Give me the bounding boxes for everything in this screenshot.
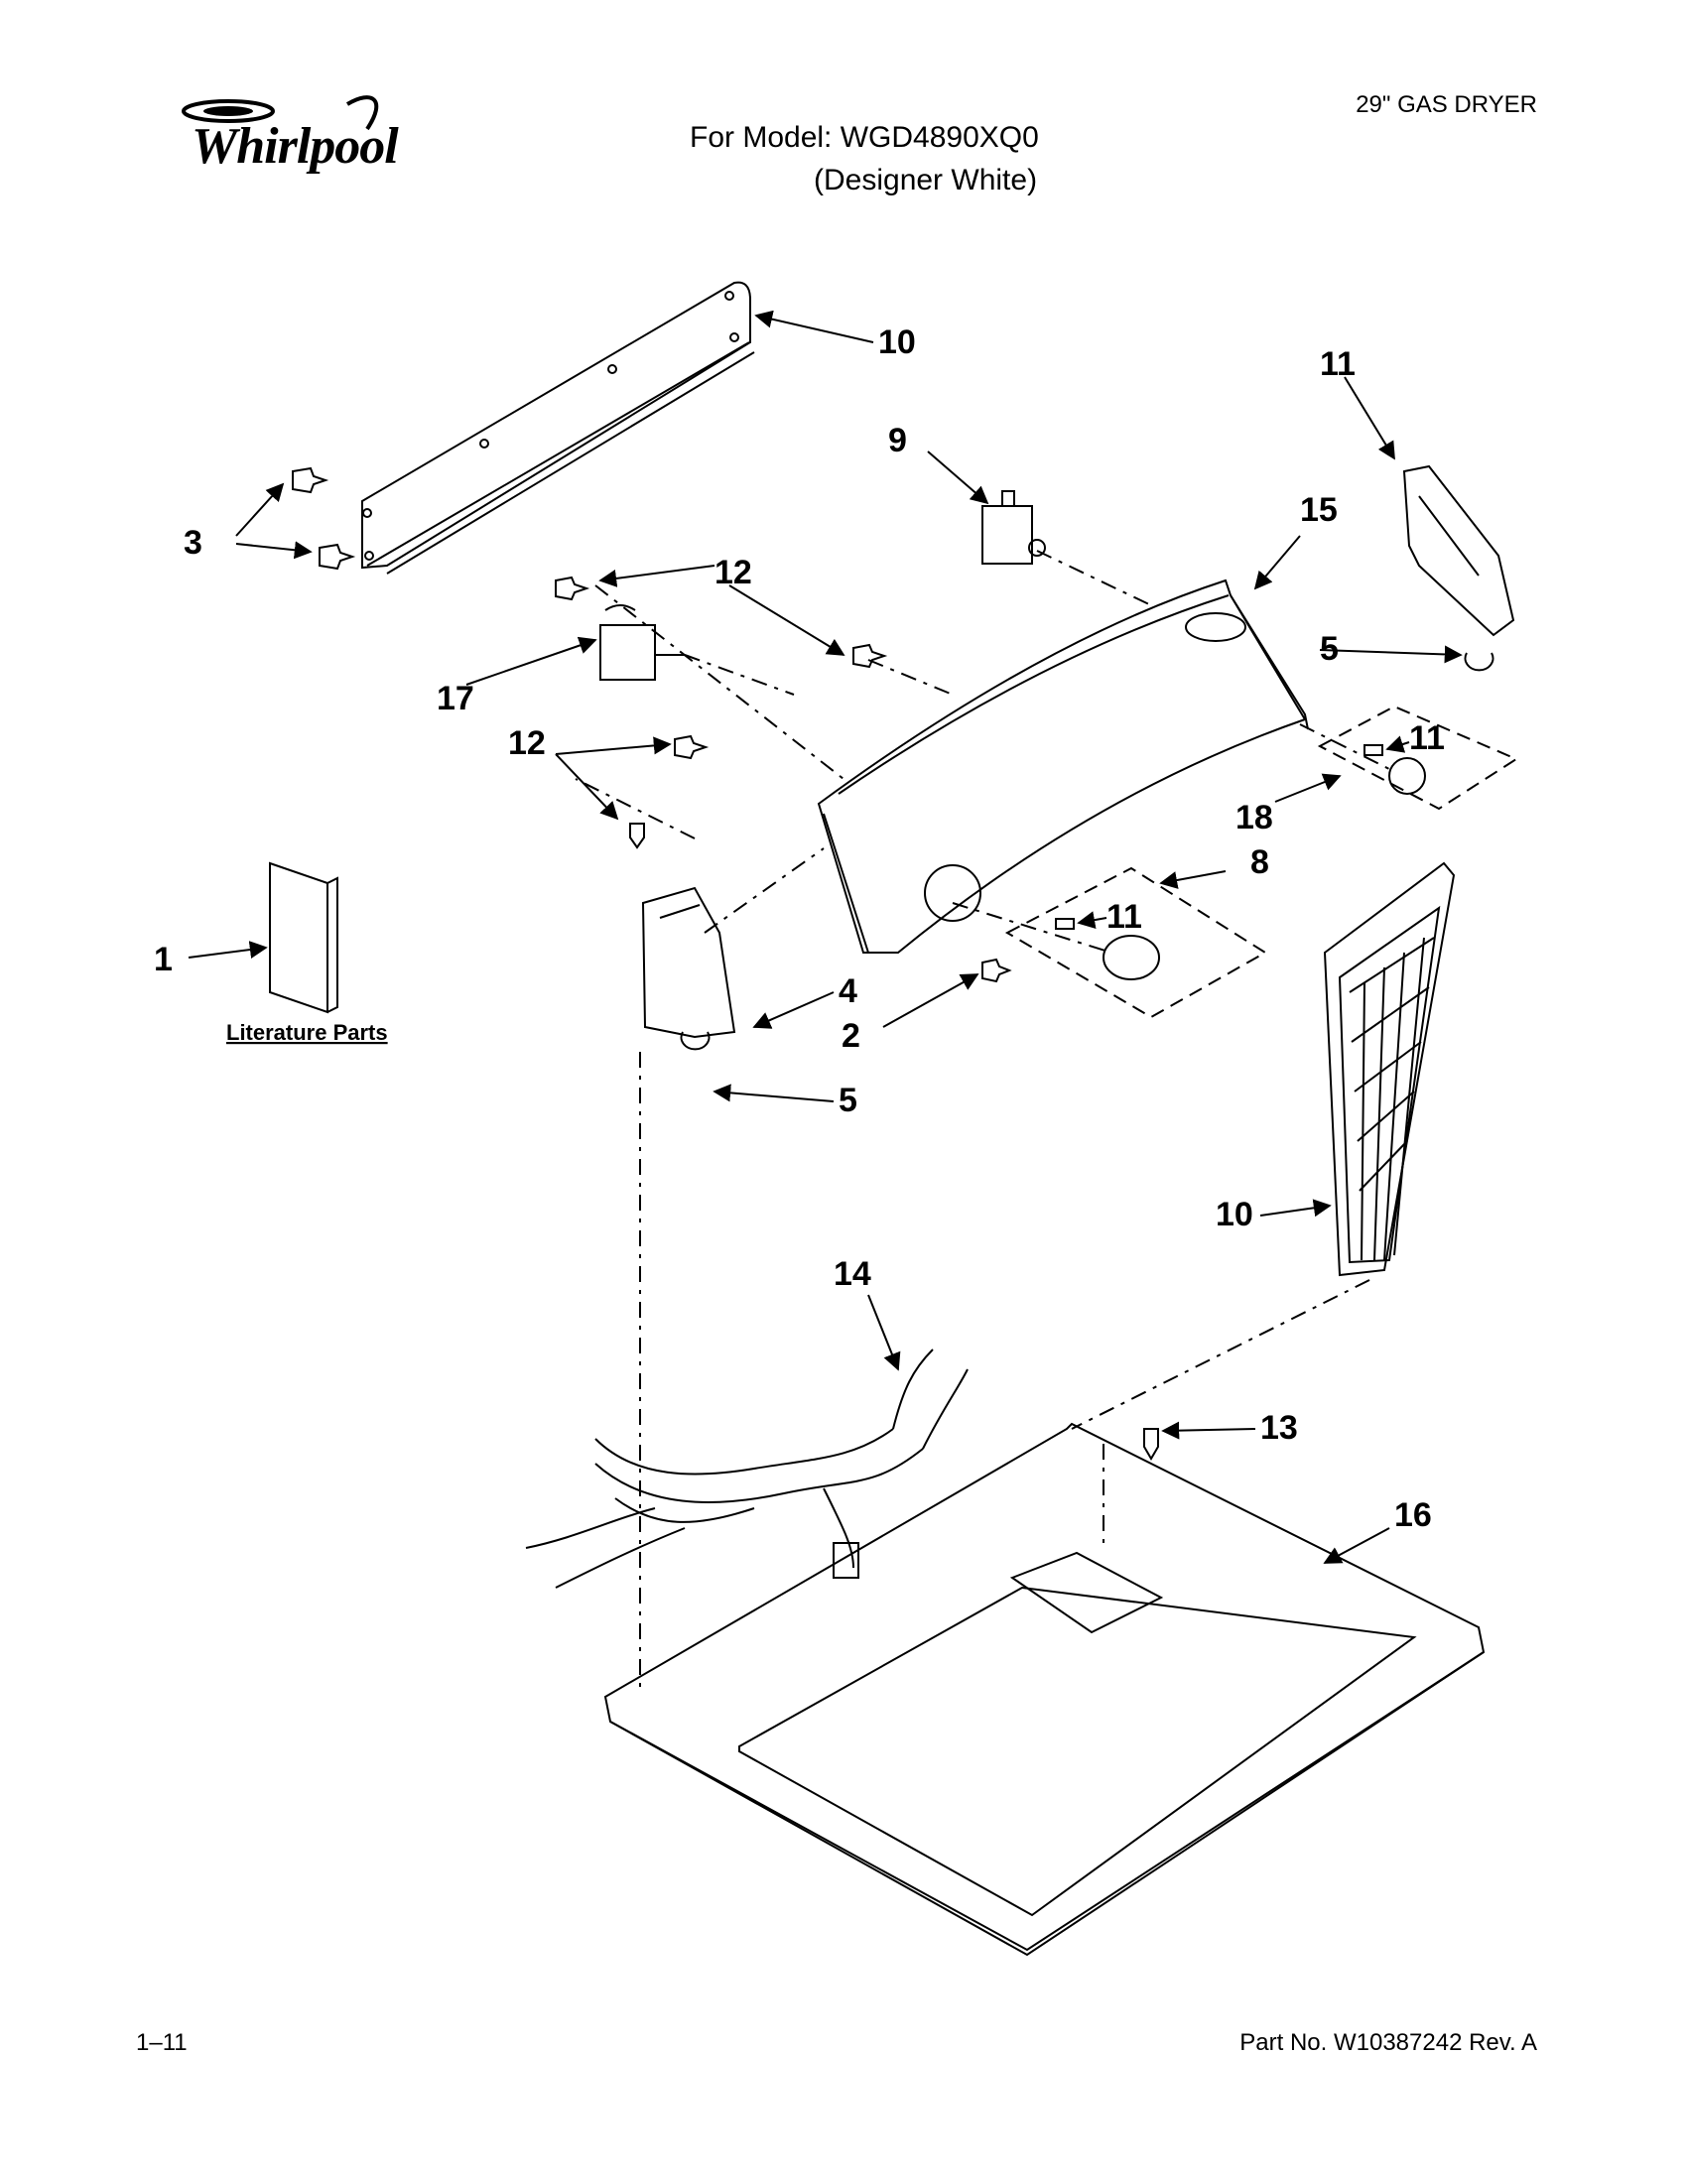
part-6-back-panel	[361, 281, 755, 575]
part-12-screws	[555, 576, 888, 849]
callout-6: 10	[878, 323, 916, 361]
part-14-wire-harness	[525, 1349, 969, 1589]
callout-3: 3	[184, 524, 202, 562]
part-number: Part No. W10387242 Rev. A	[1239, 2029, 1537, 2056]
callout-13: 13	[1260, 1409, 1298, 1447]
callout-8: 8	[1250, 843, 1269, 881]
part-5-clip-left	[680, 1031, 711, 1051]
callout-18: 18	[1235, 799, 1273, 836]
callout-12-left: 12	[508, 724, 546, 762]
whirlpool-swirl-icon	[182, 95, 379, 131]
callout-2: 2	[842, 1017, 860, 1055]
product-type: 29" GAS DRYER	[1356, 91, 1537, 118]
callout-10: 10	[1216, 1196, 1253, 1233]
part-11-clip-upper	[1363, 744, 1383, 756]
callout-5-left: 5	[839, 1082, 857, 1119]
callout-7: 11	[1320, 345, 1356, 383]
callout-1: 1	[154, 941, 173, 978]
callout-12-top: 12	[714, 554, 752, 591]
part-4-end-cap	[641, 886, 736, 1039]
part-18-knob-kit	[1317, 705, 1519, 811]
callout-9: 9	[888, 422, 907, 459]
part-3-screws	[292, 466, 356, 571]
whirlpool-logo: Whirlpool	[174, 89, 432, 179]
callout-11-lower: 11	[1106, 898, 1142, 936]
part-1-literature	[269, 861, 338, 1014]
callout-11-upper: 11	[1409, 719, 1445, 757]
part-9-module	[981, 490, 1046, 565]
part-7-end-cap-bracket	[1402, 464, 1515, 637]
brand-name: Whirlpool	[192, 118, 399, 175]
part-8-knob	[1103, 935, 1160, 980]
callout-5-right: 5	[1320, 630, 1339, 668]
callout-14: 14	[834, 1255, 871, 1293]
part-8-knob-kit	[1004, 866, 1267, 1019]
part-13-screw	[1143, 1428, 1159, 1461]
callout-15: 15	[1300, 491, 1338, 529]
part-17-switch	[599, 604, 685, 681]
page-number: 1–11	[136, 2029, 188, 2056]
part-10-lint-screen	[1323, 861, 1456, 1277]
literature-parts-label: Literature Parts	[226, 1020, 388, 1045]
model-color: (Designer White)	[814, 164, 1038, 196]
model-title: For Model: WGD4890XQ0	[690, 121, 1039, 154]
part-11-clip-lower	[1055, 918, 1075, 930]
part-16-top-panel	[603, 1422, 1486, 1957]
part-15-console-panel	[817, 578, 1309, 954]
part-5-clip-right	[1464, 652, 1494, 672]
callout-17: 17	[437, 680, 474, 717]
callout-4: 4	[839, 972, 857, 1010]
callout-16: 16	[1394, 1496, 1432, 1534]
part-18-knob	[1388, 757, 1426, 795]
part-2-screw	[981, 958, 1012, 983]
